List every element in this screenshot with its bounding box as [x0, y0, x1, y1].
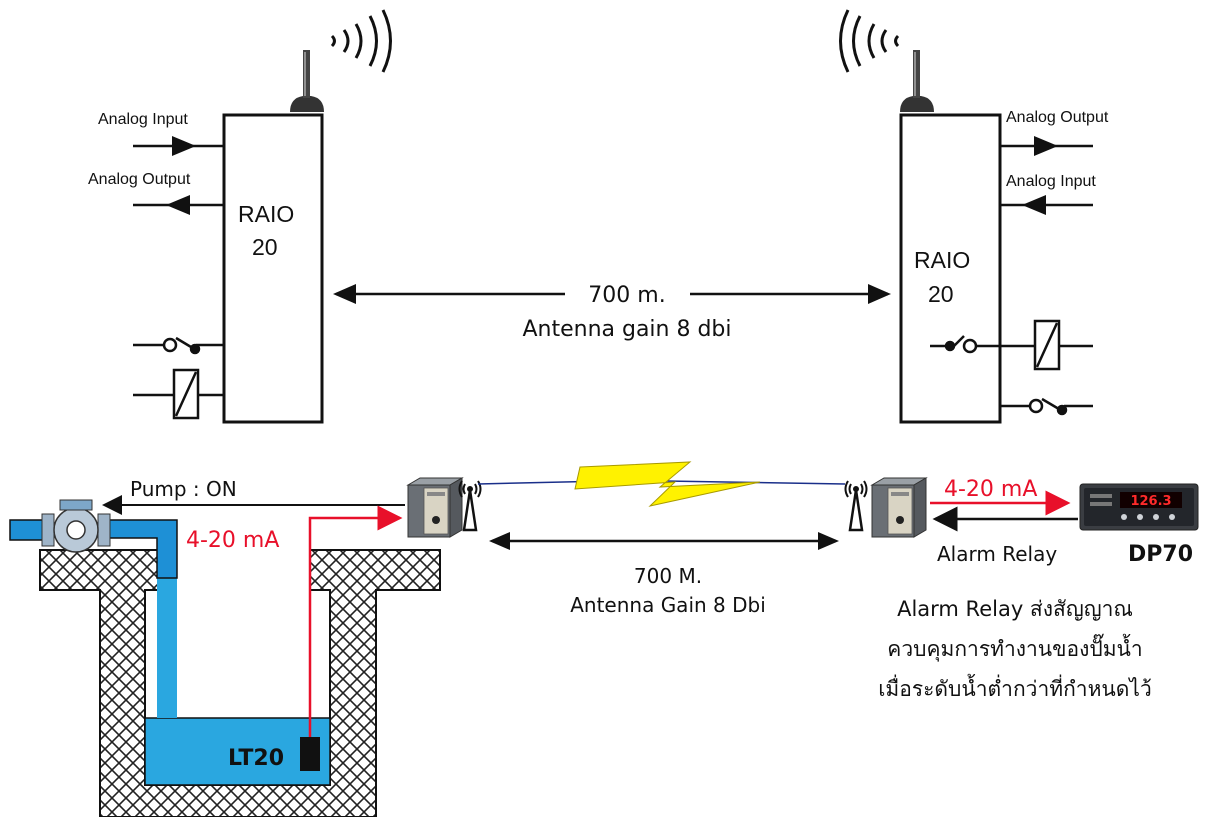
- right-unit-name-line1: RAIO: [914, 247, 970, 273]
- alarm-relay-label: Alarm Relay: [937, 542, 1057, 566]
- left-unit-name-line1: RAIO: [238, 201, 294, 227]
- right-analog-output-arrow-icon: [1034, 136, 1058, 156]
- right-output-switch-icon: [1000, 397, 1093, 416]
- left-unit-body: [222, 113, 324, 424]
- left-analog-input-label: Analog Input: [98, 111, 188, 128]
- lt20-sensor-icon: [300, 737, 320, 771]
- left-unit-name-line2: 20: [252, 234, 278, 260]
- pump-status-label: Pump : ON: [130, 477, 237, 501]
- right-device-antenna-icon: [844, 480, 868, 532]
- pump-flange-left: [41, 513, 55, 547]
- top-link-arrow-left-icon: [333, 284, 356, 304]
- note-line-3: เมื่อระดับน้ำต่ำกว่าที่กำหนดไว้: [878, 674, 1152, 701]
- top-link-antenna: Antenna gain 8 dbi: [522, 317, 731, 342]
- left-analog-output-label: Analog Output: [88, 171, 191, 188]
- sensor-label: LT20: [228, 746, 284, 771]
- left-transmitter-device: [406, 477, 464, 538]
- bottom-link-antenna: Antenna Gain 8 Dbi: [570, 593, 766, 617]
- tank-structure: [39, 549, 441, 817]
- left-analog-output-arrow-icon: [166, 195, 190, 215]
- left-device-antenna-icon: [458, 480, 482, 532]
- bottom-link-arrow-left-icon: [489, 532, 510, 550]
- pump-assembly: [9, 499, 178, 718]
- right-relay-coil-icon: [1000, 319, 1093, 371]
- right-antenna-icon: [900, 50, 934, 112]
- water-body: [144, 717, 331, 786]
- pump-flange-right: [97, 513, 111, 547]
- left-current-label: 4-20 mA: [186, 528, 279, 553]
- bottom-link-distance: 700 M.: [634, 564, 702, 588]
- right-current-label: 4-20 mA: [944, 477, 1037, 502]
- display-reading: 126.3: [1130, 494, 1171, 509]
- note-line-2: ควบคุมการทำงานของปั๊มน้ำ: [887, 633, 1142, 662]
- right-raio-unit: RAIO 20 Analog Output Analog Input: [839, 9, 1109, 424]
- right-unit-name-line2: 20: [928, 281, 954, 307]
- display-model-label: DP70: [1128, 542, 1193, 567]
- top-link-arrow-right-icon: [868, 284, 891, 304]
- top-link-distance: 700 m.: [588, 283, 665, 308]
- note-line-1: Alarm Relay ส่งสัญญาณ: [897, 597, 1133, 621]
- right-analog-input-arrow-icon: [1022, 195, 1046, 215]
- left-radio-waves-icon: [330, 9, 392, 73]
- bottom-link-arrow-right-icon: [818, 532, 839, 550]
- right-receiver-device: [870, 477, 928, 538]
- right-unit-body: [899, 113, 1002, 424]
- left-switch-contact-icon: [133, 336, 224, 355]
- dp70-display: 126.3: [1079, 483, 1199, 531]
- right-radio-waves-icon: [839, 9, 900, 73]
- right-switch-contact-icon: [930, 335, 1000, 354]
- lightning-bolt-icon: [574, 461, 761, 507]
- left-antenna-icon: [290, 50, 324, 112]
- right-analog-input-label: Analog Input: [1006, 173, 1096, 190]
- right-analog-output-label: Analog Output: [1006, 109, 1109, 126]
- left-analog-input-arrow-icon: [172, 136, 196, 156]
- sensor-signal-line: [308, 505, 403, 740]
- left-raio-unit: RAIO 20 Analog Input Analog Output: [88, 9, 392, 424]
- top-link: 700 m. Antenna gain 8 dbi: [333, 283, 891, 342]
- left-relay-coil-icon: [133, 368, 224, 420]
